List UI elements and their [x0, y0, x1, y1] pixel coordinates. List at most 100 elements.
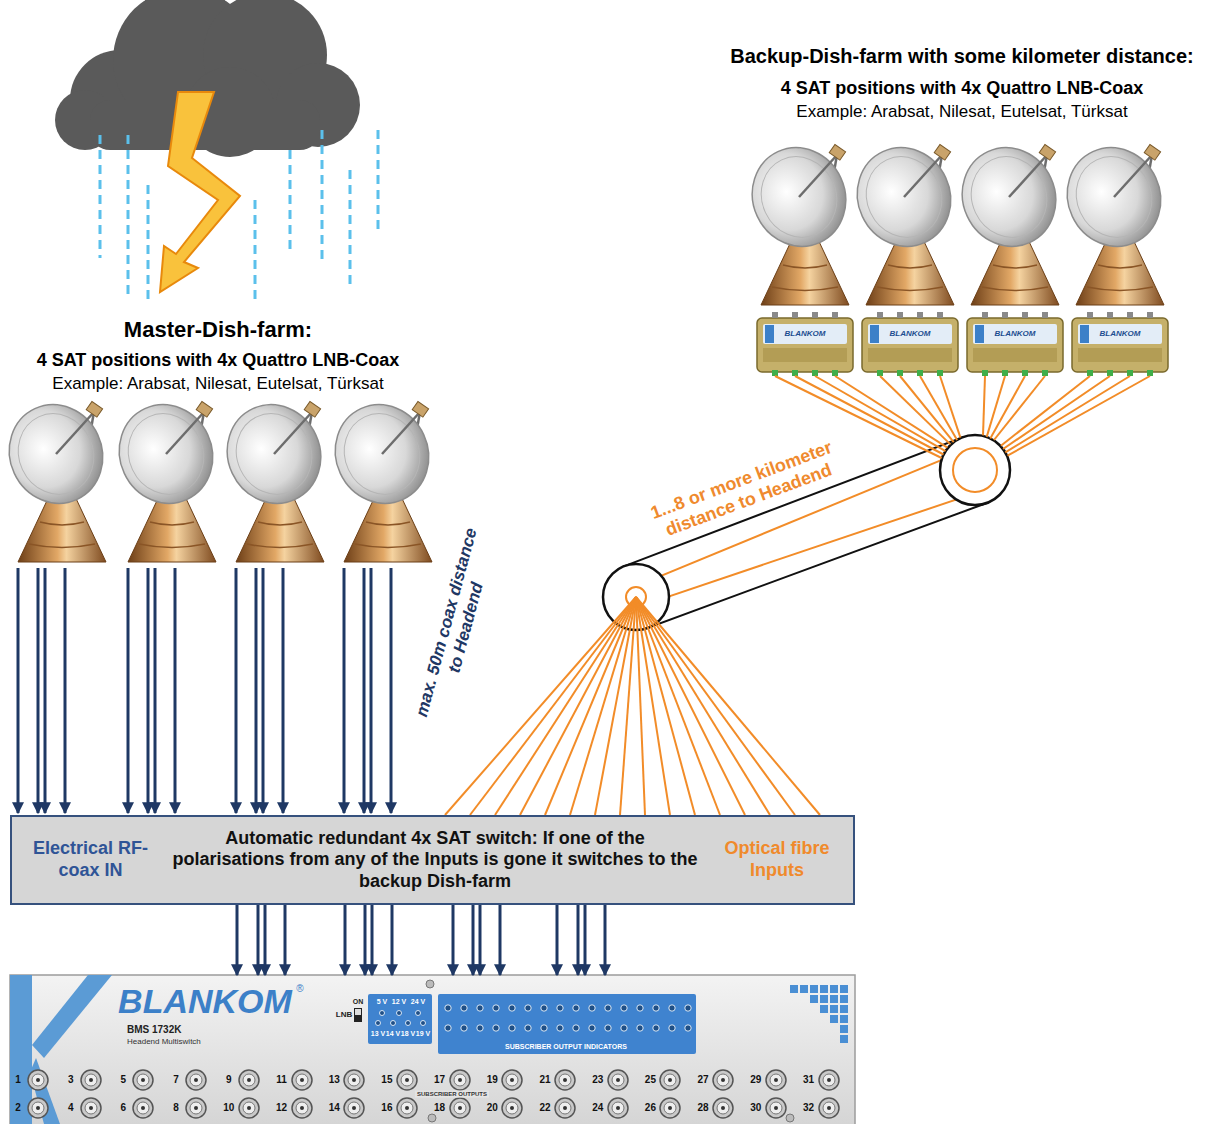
signal-arrow — [371, 905, 374, 975]
subscriber-output — [344, 1098, 364, 1118]
output-number: 23 — [592, 1074, 603, 1086]
output-number: 22 — [539, 1102, 550, 1114]
optical-fibre — [1003, 376, 1110, 449]
optical-converter — [1072, 312, 1168, 376]
satellite-dish — [736, 132, 862, 305]
optical-fibre — [636, 597, 695, 815]
panel-caption: SUBSCRIBER OUTPUTS — [415, 1091, 489, 1098]
output-number: 12 — [276, 1102, 287, 1114]
output-number: 18 — [434, 1102, 445, 1114]
indicator-panel — [438, 994, 696, 1054]
logo-k-stem — [10, 975, 32, 1124]
output-number: 31 — [803, 1074, 814, 1086]
panel-caption: SUBSCRIBER OUTPUT INDICATORS — [505, 1043, 627, 1051]
optical-fibre — [636, 597, 720, 815]
optical-converter — [862, 312, 958, 376]
voltage-label: 24 V — [411, 998, 425, 1006]
input-label: Electrical RF-coax IN — [18, 838, 163, 881]
optical-fibre — [495, 597, 636, 815]
rain-streak — [127, 135, 130, 300]
output-number: 7 — [173, 1074, 179, 1086]
subscriber-output — [397, 1070, 417, 1090]
subscriber-output — [502, 1070, 522, 1090]
rain-streak — [289, 150, 292, 250]
satellite-dish — [1051, 132, 1177, 305]
device-logo: BLANKOM — [1100, 329, 1141, 338]
voltage-label: 13 V — [371, 1030, 385, 1038]
signal-arrow — [499, 905, 502, 975]
signal-arrow — [284, 905, 287, 975]
optical-fibre — [595, 597, 636, 815]
signal-arrow — [604, 905, 607, 975]
rain-streak — [321, 130, 324, 265]
output-number: 15 — [381, 1074, 392, 1086]
output-number: 13 — [329, 1074, 340, 1086]
subscriber-output — [660, 1070, 680, 1090]
voltage-label: 5 V — [377, 998, 388, 1006]
device-logo: BLANKOM — [785, 329, 826, 338]
coax-arrow — [343, 568, 346, 813]
voltage-panel — [368, 994, 432, 1044]
headend-multiswitch: BLANKOMBMS 1732KHeadend Multiswitch — [10, 975, 855, 1124]
farm-heading: Backup-Dish-farm with some kilometer dis… — [730, 45, 1193, 68]
signal-arrow — [257, 905, 260, 975]
farm-heading: Master-Dish-farm: — [124, 317, 312, 342]
optical-converter — [967, 312, 1063, 376]
farm-subheading: 4 SAT positions with 4x Quattro LNB-Coax — [37, 350, 400, 371]
satellite-dish — [103, 389, 229, 562]
output-number: 10 — [223, 1102, 234, 1114]
output-number: 29 — [750, 1074, 761, 1086]
coax-arrow — [44, 568, 47, 813]
subscriber-output — [397, 1098, 417, 1118]
rack-screw — [786, 1114, 794, 1122]
indicator-led — [421, 1021, 426, 1026]
switch-label: ON — [353, 998, 364, 1006]
farm-subheading: 4 SAT positions with 4x Quattro LNB-Coax — [781, 78, 1144, 99]
signal-arrow — [452, 905, 455, 975]
coax-arrow — [17, 568, 20, 813]
signal-arrow — [344, 905, 347, 975]
switch-description: Automatic redundant 4x SAT switch: If on… — [168, 828, 703, 893]
optical-fibre — [983, 376, 985, 435]
rain-streak — [147, 185, 150, 300]
farm-example: Example: Arabsat, Nilesat, Eutelsat, Tür… — [52, 374, 383, 394]
output-number: 6 — [121, 1102, 127, 1114]
subscriber-output — [766, 1070, 786, 1090]
subscriber-output — [186, 1098, 206, 1118]
optical-converter — [757, 312, 853, 376]
optical-fibre — [620, 597, 636, 815]
subscriber-output — [292, 1070, 312, 1090]
output-number: 32 — [803, 1102, 814, 1114]
output-number: 19 — [487, 1074, 498, 1086]
optical-fibre — [940, 376, 960, 438]
output-number: 14 — [329, 1102, 340, 1114]
output-number: 27 — [698, 1074, 709, 1086]
signal-arrow — [472, 905, 475, 975]
rack-housing — [10, 975, 855, 1124]
coax-arrow — [154, 568, 157, 813]
output-number: 26 — [645, 1102, 656, 1114]
rain-streak — [99, 135, 102, 258]
subscriber-output — [819, 1098, 839, 1118]
optical-fibre — [1008, 376, 1151, 456]
subscriber-output — [713, 1070, 733, 1090]
optical-fibre — [775, 376, 942, 458]
subscriber-output — [450, 1098, 470, 1118]
satellite-dish — [0, 389, 119, 562]
voltage-label: 19 V — [416, 1030, 430, 1038]
subscriber-output — [555, 1098, 575, 1118]
farm-example: Example: Arabsat, Nilesat, Eutelsat, Tür… — [796, 102, 1127, 122]
redundancy-switch-box: Electrical RF-coax INAutomatic redundant… — [10, 815, 855, 905]
satellite-dish — [946, 132, 1072, 305]
subscriber-output — [133, 1070, 153, 1090]
coax-arrow — [235, 568, 238, 813]
indicator-led — [380, 1011, 385, 1016]
output-number: 1 — [15, 1074, 21, 1086]
output-number: 16 — [381, 1102, 392, 1114]
signal-arrow — [236, 905, 239, 975]
subscriber-output — [344, 1070, 364, 1090]
satellite-dish — [319, 389, 445, 562]
coax-arrow — [390, 568, 393, 813]
optical-fibre — [520, 597, 636, 815]
subscriber-output — [133, 1098, 153, 1118]
